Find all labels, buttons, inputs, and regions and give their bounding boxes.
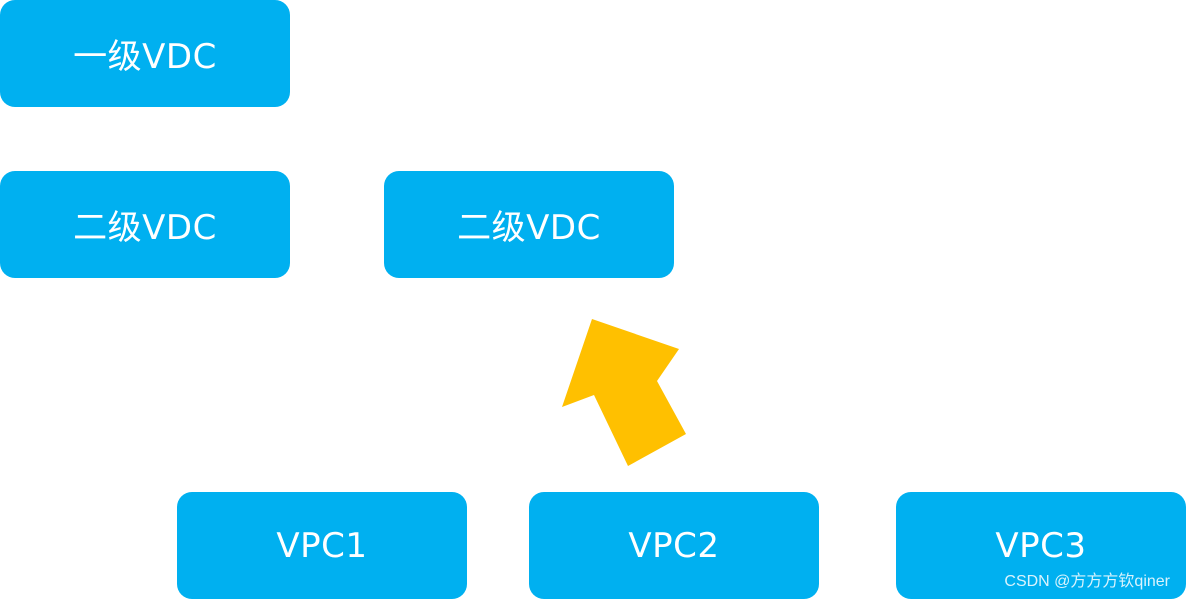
level1-vdc-box: 一级VDC — [0, 0, 290, 107]
vpc-label: VPC3 — [995, 525, 1087, 566]
level2-vdc-label: 二级VDC — [457, 208, 601, 248]
vpc-box: VPC2 — [529, 492, 819, 599]
level2-vdc-label: 二级VDC — [73, 208, 217, 248]
vpc-box: VPC3 — [896, 492, 1186, 599]
watermark: CSDN @方方方钦qiner — [1004, 573, 1170, 590]
level1-vdc-label: 一级VDC — [73, 37, 217, 77]
level2-vdc-box: 二级VDC — [384, 171, 674, 278]
vpc-box: VPC1 — [177, 492, 467, 599]
arrow-shape — [562, 319, 686, 466]
vpc-label: VPC1 — [276, 525, 368, 566]
up-arrow-icon — [562, 319, 686, 466]
level2-vdc-box: 二级VDC — [0, 171, 290, 278]
vpc-label: VPC2 — [628, 525, 720, 566]
